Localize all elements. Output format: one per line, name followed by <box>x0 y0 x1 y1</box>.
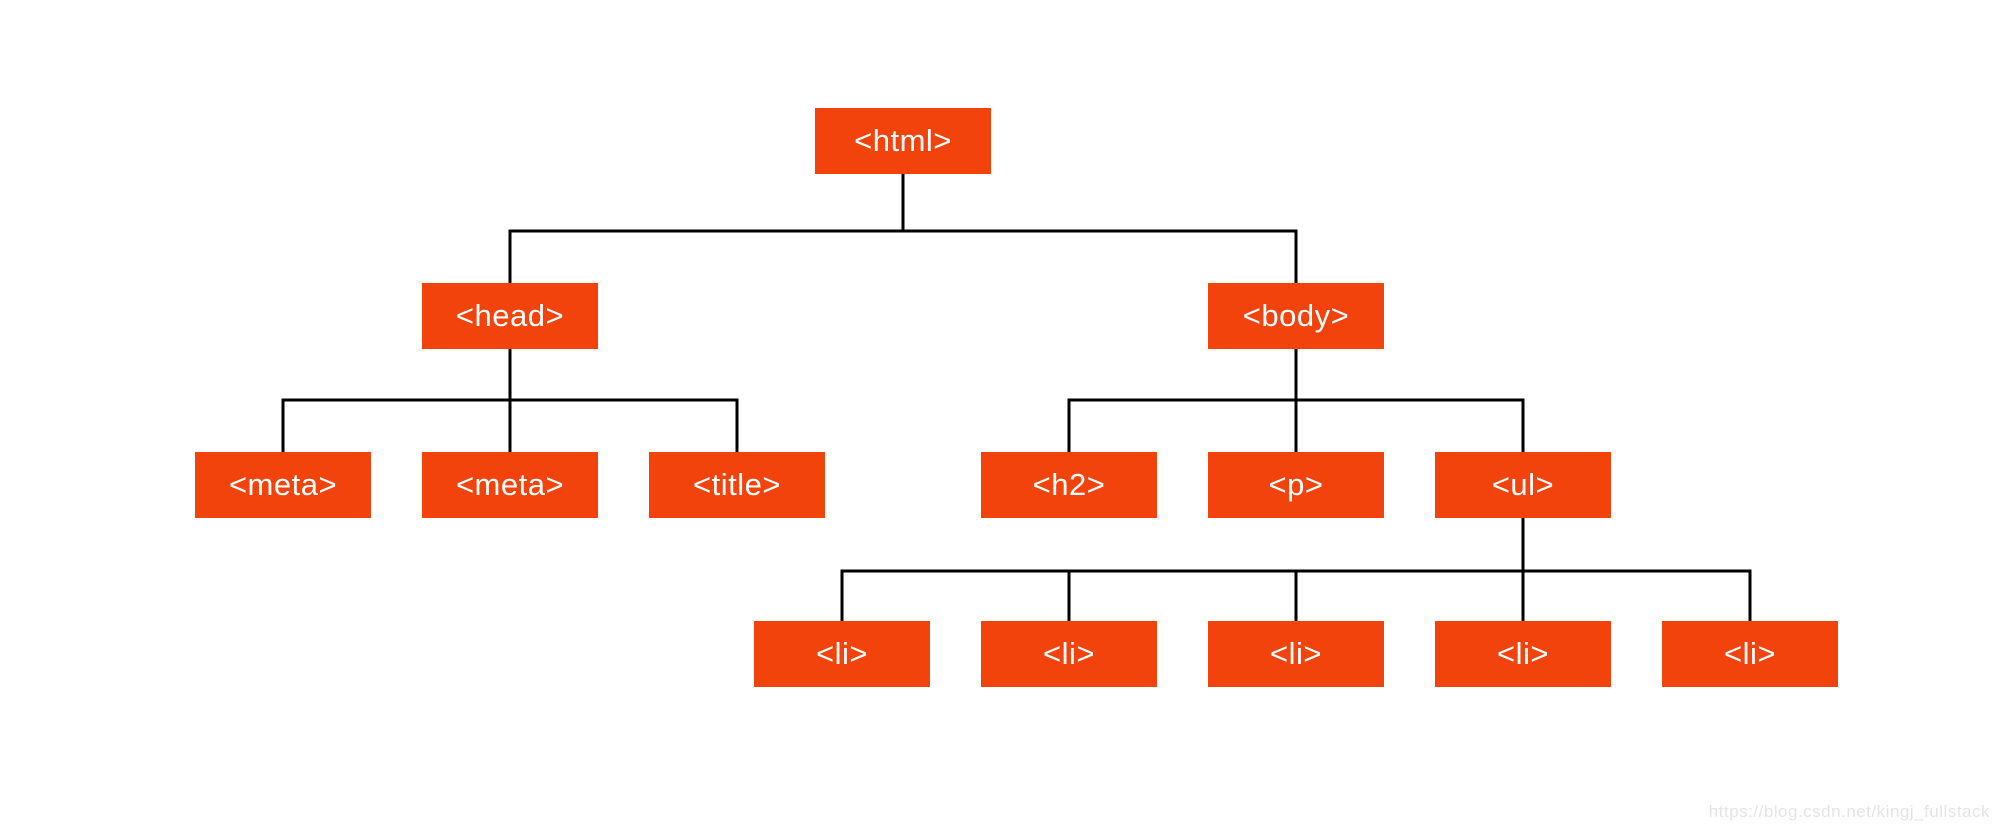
connector-head-to-children <box>281 347 739 454</box>
tree-node-title: <title> <box>649 452 825 518</box>
tree-node-h2: <h2> <box>981 452 1157 518</box>
tree-node-body: <body> <box>1208 283 1384 349</box>
tree-node-html: <html> <box>815 108 991 174</box>
tree-node-ul: <ul> <box>1435 452 1611 518</box>
connector-html-to-head-body <box>508 170 1298 285</box>
tree-node-head: <head> <box>422 283 598 349</box>
tree-node-p: <p> <box>1208 452 1384 518</box>
tree-node-meta-2: <meta> <box>422 452 598 518</box>
tree-node-li-1: <li> <box>754 621 930 687</box>
tree-node-li-3: <li> <box>1208 621 1384 687</box>
tree-node-li-5: <li> <box>1662 621 1838 687</box>
tree-node-meta-1: <meta> <box>195 452 371 518</box>
tree-node-li-2: <li> <box>981 621 1157 687</box>
tree-node-li-4: <li> <box>1435 621 1611 687</box>
connector-ul-to-li-children <box>840 516 1752 623</box>
connector-body-to-children <box>1067 347 1525 454</box>
watermark-url: https://blog.csdn.net/kingj_fullstack <box>1708 802 1990 821</box>
